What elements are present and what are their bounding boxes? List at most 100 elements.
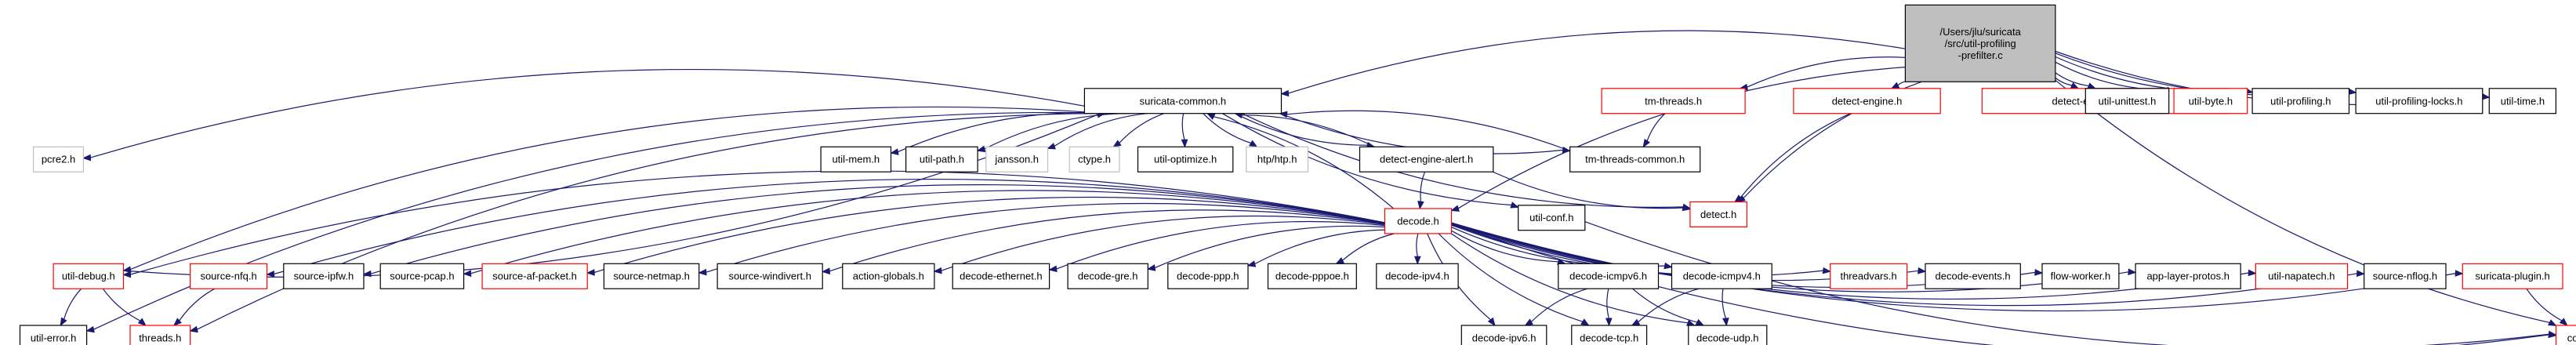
edge-arrowhead bbox=[1695, 318, 1705, 326]
node-label: util-time.h bbox=[2501, 95, 2545, 107]
edge-line bbox=[1221, 113, 1512, 206]
edge-util-debug-to-threads bbox=[102, 288, 147, 326]
node-source-windivert[interactable]: source-windivert.h bbox=[717, 263, 823, 289]
edge-tm-threads-to-tm-threads-common bbox=[1642, 113, 1666, 148]
node-util-error[interactable]: util-error.h bbox=[19, 325, 88, 345]
edge-line bbox=[197, 113, 1130, 330]
node-box bbox=[1904, 4, 2056, 82]
node-source-netmap[interactable]: source-netmap.h bbox=[603, 263, 700, 289]
node-app-layer-protos[interactable]: app-layer-protos.h bbox=[2135, 263, 2241, 289]
node-htp: htp/htp.h bbox=[1246, 146, 1309, 172]
edge-decode-icmpv4-to-decode-tcp bbox=[1631, 288, 1700, 326]
edge-line bbox=[130, 106, 1105, 271]
edge-line bbox=[593, 196, 1385, 274]
node-box bbox=[1830, 263, 1908, 289]
edge-line bbox=[93, 111, 1123, 330]
node-box bbox=[1925, 263, 2021, 289]
edge-line bbox=[2055, 56, 2246, 93]
edge-decode-to-decode-pppoe bbox=[1335, 233, 1395, 264]
edge-line bbox=[984, 113, 1132, 150]
edge-line bbox=[1897, 81, 1906, 86]
node-decode-icmpv4[interactable]: decode-icmpv4.h bbox=[1671, 263, 1772, 289]
node-flow-worker[interactable]: flow-worker.h bbox=[2041, 263, 2120, 289]
node-decode-tcp[interactable]: decode-tcp.h bbox=[1571, 325, 1648, 345]
edge-suricata-common-to-htp bbox=[1203, 113, 1258, 148]
node-root[interactable]: /Users/jlu/suricata/src/util-profiling-p… bbox=[1904, 4, 2056, 82]
node-detect-engine-alert[interactable]: detect-engine-alert.h bbox=[1359, 146, 1494, 172]
node-detect-engine[interactable]: detect-engine.h bbox=[1793, 88, 1941, 114]
node-box bbox=[1518, 205, 1586, 231]
edge-decode-to-source-ipfw bbox=[362, 184, 1385, 278]
edge-line bbox=[1450, 233, 1689, 324]
edge-arrowhead bbox=[1413, 256, 1421, 265]
node-label: util-profiling.h bbox=[2270, 95, 2331, 107]
node-ctype: ctype.h bbox=[1068, 146, 1120, 172]
node-box bbox=[1793, 88, 1941, 114]
edge-arrowhead bbox=[2548, 331, 2557, 339]
edge-decode-to-app-layer-protos bbox=[1451, 223, 2137, 292]
node-decode-udp[interactable]: decode-udp.h bbox=[1688, 325, 1768, 345]
edge-source-nfq-to-threads bbox=[172, 288, 216, 326]
node-decode-icmpv6[interactable]: decode-icmpv6.h bbox=[1558, 263, 1660, 289]
node-util-debug[interactable]: util-debug.h bbox=[53, 263, 125, 289]
node-tm-threads[interactable]: tm-threads.h bbox=[1601, 88, 1746, 114]
edge-arrowhead bbox=[266, 271, 275, 278]
edge-root-to-tm-threads bbox=[1739, 56, 1906, 91]
node-action-globals[interactable]: action-globals.h bbox=[842, 263, 935, 289]
node-decode-ipv6[interactable]: decode-ipv6.h bbox=[1460, 325, 1547, 345]
node-label: decode-ppp.h bbox=[1177, 271, 1239, 282]
edge-arrowhead bbox=[1112, 140, 1122, 148]
edge-line bbox=[1288, 30, 1906, 94]
node-util-byte[interactable]: util-byte.h bbox=[2173, 88, 2248, 114]
node-label: util-profiling-locks.h bbox=[2375, 95, 2462, 107]
node-source-nflog[interactable]: source-nflog.h bbox=[2364, 263, 2447, 289]
node-util-optimize[interactable]: util-optimize.h bbox=[1137, 146, 1234, 172]
node-decode-ppp[interactable]: decode-ppp.h bbox=[1167, 263, 1249, 289]
node-box bbox=[1569, 146, 1701, 172]
node-source-ipfw[interactable]: source-ipfw.h bbox=[283, 263, 365, 289]
node-box bbox=[190, 263, 268, 289]
node-util-napatech[interactable]: util-napatech.h bbox=[2255, 263, 2349, 289]
node-util-path[interactable]: util-path.h bbox=[905, 146, 978, 172]
edge-arrowhead bbox=[137, 318, 147, 326]
node-decode-pppoe[interactable]: decode-pppoe.h bbox=[1267, 263, 1357, 289]
node-label: detect.h bbox=[1700, 209, 1736, 220]
edge-decode-to-suricata-plugin bbox=[1451, 222, 2464, 312]
edge-arrowhead bbox=[1146, 264, 1156, 271]
node-source-pcap[interactable]: source-pcap.h bbox=[379, 263, 465, 289]
node-box bbox=[1376, 263, 1459, 289]
node-suricata-common[interactable]: suricata-common.h bbox=[1083, 88, 1283, 114]
edge-root-to-conf bbox=[2055, 79, 2557, 326]
node-util-mem[interactable]: util-mem.h bbox=[820, 146, 892, 172]
edge-line bbox=[1054, 113, 1148, 147]
node-source-nfq[interactable]: source-nfq.h bbox=[190, 263, 268, 289]
node-suricata-plugin[interactable]: suricata-plugin.h bbox=[2462, 263, 2563, 289]
node-label: util-path.h bbox=[920, 154, 964, 165]
node-decode-ipv4[interactable]: decode-ipv4.h bbox=[1376, 263, 1459, 289]
edge-tm-threads-common-to-suricata-common bbox=[1279, 110, 1570, 152]
node-decode-events[interactable]: decode-events.h bbox=[1925, 263, 2021, 289]
node-threads[interactable]: threads.h bbox=[129, 325, 191, 345]
node-util-time[interactable]: util-time.h bbox=[2488, 88, 2557, 114]
node-decode-ethernet[interactable]: decode-ethernet.h bbox=[952, 263, 1050, 289]
node-decode[interactable]: decode.h bbox=[1384, 208, 1453, 234]
edge-line bbox=[1632, 288, 1698, 323]
edge-decode-to-source-nfq bbox=[266, 178, 1385, 278]
edge-suricata-common-to-ctype bbox=[1112, 113, 1165, 148]
node-util-profiling-locks[interactable]: util-profiling-locks.h bbox=[2355, 88, 2483, 114]
node-util-unittest[interactable]: util-unittest.h bbox=[2084, 88, 2170, 114]
node-threadvars[interactable]: threadvars.h bbox=[1830, 263, 1908, 289]
node-source-af-packet[interactable]: source-af-packet.h bbox=[481, 263, 588, 289]
edge-line bbox=[1203, 113, 1251, 144]
edge-suricata-plugin-to-conf bbox=[2526, 288, 2568, 326]
node-util-profiling[interactable]: util-profiling.h bbox=[2251, 88, 2350, 114]
node-label: decode-icmpv6.h bbox=[1569, 271, 1647, 282]
node-tm-threads-common[interactable]: tm-threads-common.h bbox=[1569, 146, 1701, 172]
node-label: source-ipfw.h bbox=[294, 271, 354, 282]
node-conf[interactable]: conf.h bbox=[2555, 325, 2576, 345]
node-detect[interactable]: detect.h bbox=[1689, 201, 1747, 227]
edge-line bbox=[102, 288, 141, 321]
node-decode-gre[interactable]: decode-gre.h bbox=[1067, 263, 1148, 289]
node-util-conf[interactable]: util-conf.h bbox=[1518, 205, 1586, 231]
node-box bbox=[2041, 263, 2120, 289]
